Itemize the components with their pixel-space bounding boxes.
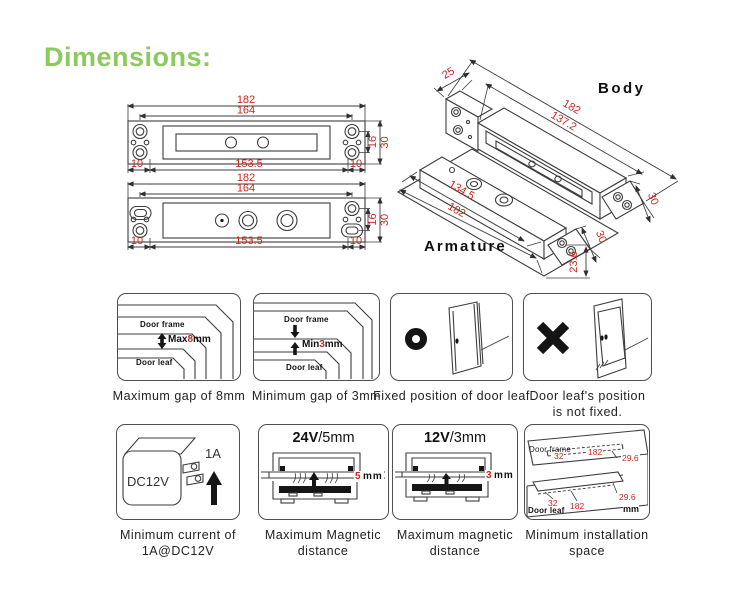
up-arrow-icon bbox=[290, 342, 300, 355]
max-gap-value-label: Max8mm bbox=[168, 334, 211, 345]
dim-iso-body-30: 30 bbox=[645, 191, 661, 207]
door-leaf-shape bbox=[597, 306, 626, 367]
door-leaf-magnet bbox=[532, 471, 624, 492]
max-gap-door-frame-label: Door frame bbox=[140, 320, 185, 329]
magnetic-12v-sketch bbox=[395, 452, 514, 502]
install-bottom-length: 182 bbox=[569, 501, 586, 511]
iso-view-armature: 134.5 182 30 23.6 Armature bbox=[396, 148, 620, 279]
panel-min-gap: Door frame Min3mm Door leaf bbox=[253, 293, 380, 381]
panel-max-gap: Door frame Max8mm Door leaf bbox=[117, 293, 241, 381]
dim-body-164: 164 bbox=[237, 105, 255, 117]
install-top-length: 182 bbox=[587, 447, 604, 457]
dim-body-182: 182 bbox=[237, 94, 255, 106]
dim-arm-164: 164 bbox=[237, 183, 255, 195]
front-view-armature: 182 164 153.5 10 10 16 30 bbox=[126, 172, 391, 250]
magnetic-24v-sketch bbox=[261, 452, 385, 504]
caption-max-gap: Maximum gap of 8mm bbox=[112, 389, 246, 403]
min-gap-sketch bbox=[254, 302, 373, 379]
ring-icon bbox=[405, 328, 427, 350]
dim-body-10r: 10 bbox=[350, 158, 362, 170]
panel-not-fixed bbox=[523, 293, 652, 381]
caption-fixed-position: Fixed position of door leaf bbox=[373, 389, 530, 403]
cross-icon bbox=[536, 321, 570, 355]
technical-drawing: 182 164 153.5 10 10 16 30 182 164 bbox=[126, 59, 679, 279]
up-arrow-icon bbox=[442, 473, 451, 484]
caption-magnetic-24v: Maximum Magnetic distance bbox=[264, 528, 382, 558]
min-gap-door-leaf-label: Door leaf bbox=[286, 363, 323, 372]
min-gap-value-label: Min3mm bbox=[302, 339, 343, 350]
dim-arm-16: 16 bbox=[367, 213, 379, 225]
adapter-front-face bbox=[122, 450, 182, 506]
dim-arm-153: 153.5 bbox=[235, 235, 263, 247]
caption-install-space: Minimum installation space bbox=[525, 528, 649, 558]
dim-body-153: 153.5 bbox=[235, 158, 263, 170]
page-title: Dimensions: bbox=[44, 42, 212, 72]
up-arrow-icon bbox=[206, 471, 222, 505]
dim-body-16: 16 bbox=[367, 136, 379, 148]
dim-arm-182: 182 bbox=[237, 172, 255, 184]
dim-iso-body-25: 25 bbox=[440, 65, 457, 82]
front-view-body: 182 164 153.5 10 10 16 30 bbox=[126, 94, 391, 173]
dim-arm-10r: 10 bbox=[350, 235, 362, 247]
caption-magnetic-12v: Maximum magnetic distance bbox=[396, 528, 514, 558]
adapter-label: DC12V bbox=[127, 474, 169, 489]
iso-body-label: Body bbox=[598, 80, 646, 97]
panel-min-current: DC12V 1A bbox=[116, 424, 240, 520]
fixed-position-sketch bbox=[405, 301, 510, 375]
install-top-depth: 29.6 bbox=[621, 453, 640, 463]
double-arrow-icon bbox=[157, 333, 167, 349]
panel-install-space: Door frame 32 182 29.6 32 182 29.6 mm Do… bbox=[524, 424, 650, 520]
max-gap-door-leaf-label: Door leaf bbox=[136, 358, 173, 367]
adapter-sketch bbox=[122, 437, 222, 506]
install-door-leaf-label: Door leaf bbox=[528, 506, 565, 515]
panel-magnetic-12v: 12V/3mm 3 mm bbox=[392, 424, 518, 520]
dim-arm-10l: 10 bbox=[131, 235, 143, 247]
iso-armature-label: Armature bbox=[424, 238, 507, 255]
install-top-width: 32 bbox=[553, 451, 565, 461]
install-unit-label: mm bbox=[623, 504, 640, 514]
not-fixed-sketch bbox=[536, 298, 649, 379]
install-bottom-depth: 29.6 bbox=[618, 492, 637, 502]
gap-value-24v: 5 bbox=[354, 471, 362, 482]
panel-fixed-position bbox=[390, 293, 513, 381]
caption-min-gap: Minimum gap of 3mm bbox=[251, 389, 382, 403]
up-arrow-icon bbox=[309, 472, 319, 486]
dim-body-30: 30 bbox=[379, 136, 391, 148]
door-leaf-shape bbox=[448, 301, 482, 375]
door-frame-board bbox=[527, 429, 648, 466]
iso-view-body: 25 182 137.2 30 Body bbox=[433, 59, 679, 223]
gap-unit-12v: mm bbox=[493, 470, 515, 481]
install-door-frame-label: Door frame bbox=[529, 445, 572, 454]
current-label: 1A bbox=[205, 446, 221, 461]
gap-unit-24v: mm bbox=[362, 471, 384, 482]
dim-iso-arm-236: 23.6 bbox=[568, 251, 580, 272]
max-gap-sketch bbox=[118, 304, 234, 379]
dim-body-10l: 10 bbox=[131, 158, 143, 170]
min-gap-door-frame-label: Door frame bbox=[284, 315, 329, 324]
magnetic-12v-header: 12V/3mm bbox=[423, 430, 487, 446]
caption-min-current: Minimum current of 1A@DC12V bbox=[120, 528, 236, 558]
install-bottom-width: 32 bbox=[547, 498, 559, 508]
dim-arm-30: 30 bbox=[379, 214, 391, 226]
magnetic-24v-header: 24V/5mm bbox=[292, 430, 355, 446]
panel-magnetic-24v: 24V/5mm 5 mm bbox=[258, 424, 389, 520]
caption-not-fixed: Door leaf's position is not fixed. bbox=[529, 389, 646, 419]
down-arrow-icon bbox=[290, 325, 300, 338]
dim-iso-arm-30: 30 bbox=[593, 229, 609, 245]
gap-value-12v: 3 bbox=[485, 470, 493, 481]
